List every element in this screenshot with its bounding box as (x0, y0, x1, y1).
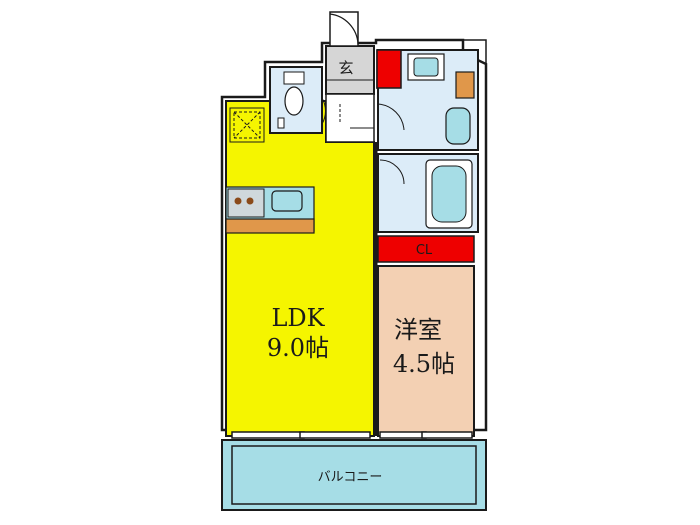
western-room-name: 洋室 (394, 316, 442, 344)
storage-box (229, 107, 265, 143)
balcony-label: バルコニー (318, 470, 383, 485)
balcony-windows (231, 431, 473, 439)
toilet-room (269, 66, 326, 134)
entrance-label: 玄 (338, 59, 353, 77)
kitchen-counter (225, 186, 315, 234)
wash-basin-icon (445, 107, 471, 145)
balcony: バルコニー (221, 439, 487, 511)
ldk-name: LDK (271, 304, 325, 332)
stove-burner-icon (246, 197, 254, 205)
front-door (329, 11, 359, 47)
ldk-size: 9.0帖 (267, 334, 329, 362)
outer-walls (220, 38, 488, 432)
ldk-room: LDK 9.0帖 (225, 100, 375, 437)
stove-burner-icon (234, 197, 242, 205)
entrance: 玄 (325, 45, 375, 143)
closet-label: CL (416, 243, 433, 258)
corner-marker (463, 39, 487, 64)
western-room-size: 4.5帖 (393, 350, 455, 378)
closet: CL (377, 235, 475, 263)
washroom (376, 49, 479, 151)
western-room: 洋室 4.5帖 (377, 265, 475, 437)
toilet-icon (284, 86, 304, 116)
bathroom (377, 153, 479, 233)
kitchen-sink-icon (271, 190, 303, 212)
